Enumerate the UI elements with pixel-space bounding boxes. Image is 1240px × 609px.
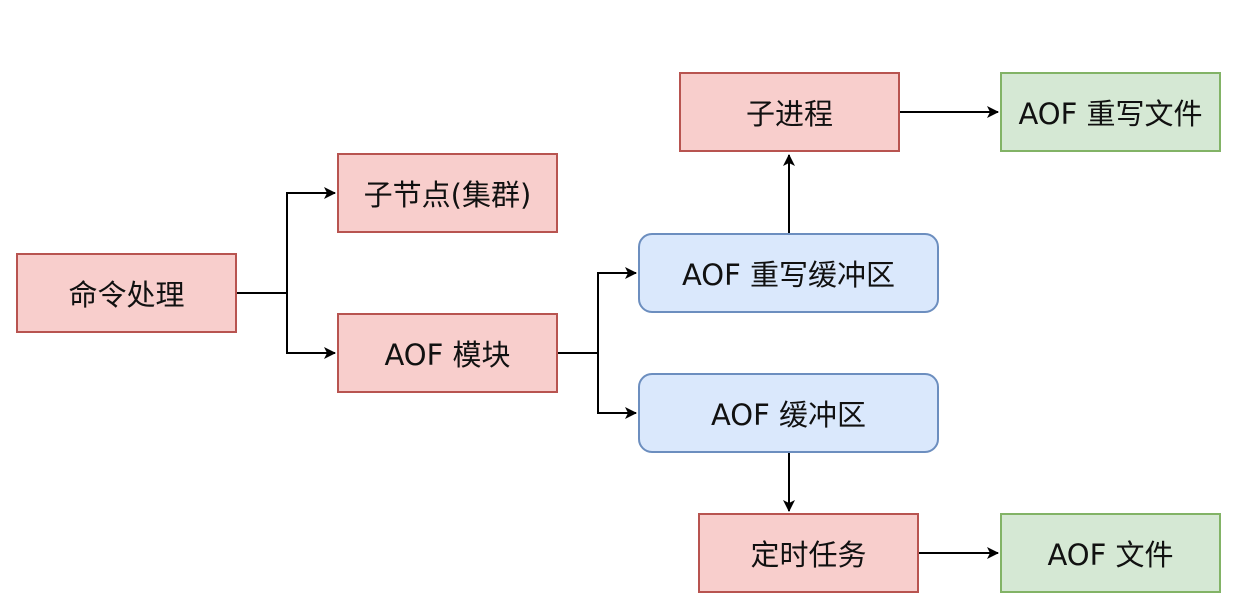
edge-aof-module-to-rewrite-buffer xyxy=(558,267,637,354)
node-child-process: 子进程 xyxy=(679,72,900,152)
node-aof-module: AOF 模块 xyxy=(337,313,558,393)
node-command-processing: 命令处理 xyxy=(16,253,237,333)
node-aof-rewrite-file: AOF 重写文件 xyxy=(1000,72,1221,152)
node-scheduled-task: 定时任务 xyxy=(698,513,919,593)
node-aof-file: AOF 文件 xyxy=(1000,513,1221,593)
edge-command-to-child-node xyxy=(237,187,336,294)
node-aof-buffer: AOF 缓冲区 xyxy=(638,373,939,453)
node-aof-rewrite-buffer: AOF 重写缓冲区 xyxy=(638,233,939,313)
edge-aof-module-to-buffer xyxy=(558,352,637,419)
node-child-node-cluster: 子节点(集群) xyxy=(337,153,558,233)
edge-command-to-aof-module xyxy=(237,292,336,359)
